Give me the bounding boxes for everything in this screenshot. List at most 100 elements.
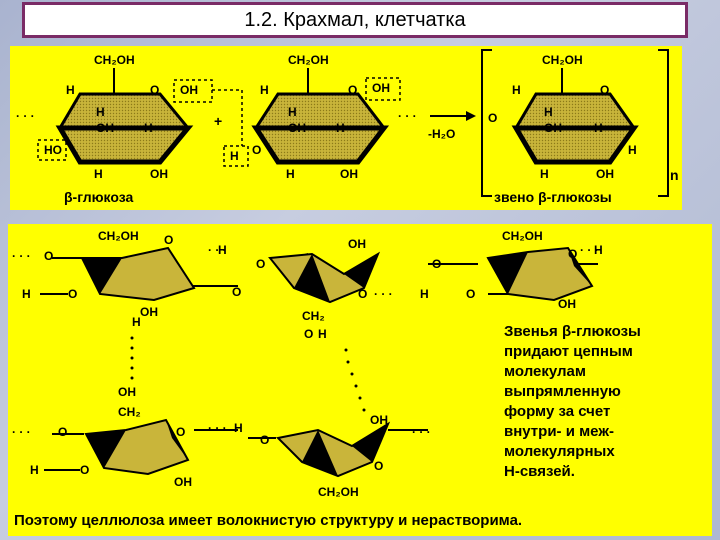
dots-l2: · · · xyxy=(208,421,227,435)
note-line: придают цепным xyxy=(504,343,633,360)
label-ch2oh-u1: CH₂OH xyxy=(98,229,139,243)
label-oh-3a: OH xyxy=(544,121,562,135)
cellulose-ring-upper-3 xyxy=(486,246,594,302)
label-o-u8: O xyxy=(466,287,475,301)
label-o-l5: O xyxy=(374,459,383,473)
note-line: молекулам xyxy=(504,363,586,380)
note-line: выпрямленную xyxy=(504,383,621,400)
label-h-3e: H xyxy=(628,143,637,157)
label-oh-u2: OH xyxy=(348,237,366,251)
label-h-u6: H xyxy=(594,243,603,257)
label-o-u5: O xyxy=(232,285,241,299)
glucose-ring-2 xyxy=(251,92,390,165)
label-h-1c: H xyxy=(144,121,153,135)
glucose-reaction-diagram: CH₂OH O H H OH H OH HO H OH · · · + H CH… xyxy=(16,49,679,205)
label-ho-1: HO xyxy=(44,143,62,157)
dots-u1: · · · xyxy=(12,249,31,263)
label-h-2d: H xyxy=(286,167,295,181)
label-ch2oh-1: CH₂OH xyxy=(94,53,135,67)
label-o-u2: O xyxy=(68,287,77,301)
note-line: внутри- и меж- xyxy=(504,423,614,440)
label-ring-o-2: O xyxy=(348,83,357,97)
plus-sign: + xyxy=(214,113,222,129)
label-h-2a: H xyxy=(260,83,269,97)
glucose-reaction-panel: CH₂OH O H H OH H OH HO H OH · · · + H CH… xyxy=(10,46,682,210)
label-h-l1: H xyxy=(30,463,39,477)
label-o-2: O xyxy=(252,143,261,157)
label-ch2oh-u2: CH₂OH xyxy=(502,229,543,243)
note-line: Звенья β-глюкозы xyxy=(504,323,641,340)
slide-title: 1.2. Крахмал, клетчатка xyxy=(244,8,466,31)
label-h-2b: H xyxy=(288,105,297,119)
label-o-l3: O xyxy=(176,425,185,439)
label-oh-3c: OH xyxy=(596,167,614,181)
cellulose-ring-upper-1 xyxy=(80,246,196,302)
cellulose-ring-lower-1 xyxy=(84,418,190,476)
label-h-u1: H xyxy=(22,287,31,301)
cellulose-structure-panel: CH₂OH O · · · H O O OH H · · · H O O OH … xyxy=(8,224,712,536)
label-ch2-u1: CH₂ xyxy=(302,309,325,323)
label-h-1d: H xyxy=(94,167,103,181)
label-oh-l1: OH xyxy=(118,385,136,399)
label-oh-2a: OH xyxy=(288,121,306,135)
label-h-1a: H xyxy=(66,83,75,97)
label-oh-u1: OH xyxy=(140,305,158,319)
label-oh-l3: OH xyxy=(370,413,388,427)
caption-beta-glucose-unit: звено β-глюкозы xyxy=(494,189,612,205)
label-h-u3: H xyxy=(218,243,227,257)
label-oh-1a: OH xyxy=(96,121,114,135)
label-h-3a: H xyxy=(512,83,521,97)
dots-u2: · · · xyxy=(208,243,227,257)
glucose-ring-1 xyxy=(55,92,194,165)
label-h-3b: H xyxy=(544,105,553,119)
cellulose-note: Звенья β-глюкозы придают цепным молекула… xyxy=(504,322,704,482)
label-ch2oh-2: CH₂OH xyxy=(288,53,329,67)
label-o-u6: O xyxy=(358,287,367,301)
label-h-u4: H xyxy=(420,287,429,301)
label-h-3c: H xyxy=(594,121,603,135)
label-ring-o-3: O xyxy=(600,83,609,97)
dots-u3: · · · xyxy=(374,287,393,301)
label-oh-2b: OH xyxy=(372,81,390,95)
label-ch2oh-l1: CH₂OH xyxy=(318,485,359,499)
label-ring-o-1: O xyxy=(150,83,159,97)
label-o-u9: O xyxy=(304,327,313,341)
label-o-u1: O xyxy=(44,249,53,263)
label-o-l1: O xyxy=(58,425,67,439)
label-oh-1c: OH xyxy=(150,167,168,181)
minus-water-label: -H₂O xyxy=(428,127,455,141)
label-oh-l2: OH xyxy=(174,475,192,489)
title-bar: 1.2. Крахмал, клетчатка xyxy=(22,2,688,38)
label-ch2-l1: CH₂ xyxy=(118,405,141,419)
cellulose-ring-upper-2 xyxy=(268,251,381,304)
dots-u4: · · · xyxy=(580,243,599,257)
label-o-u3: O xyxy=(164,233,173,247)
label-oh-2c: OH xyxy=(340,167,358,181)
conclusion-text: Поэтому целлюлоза имеет волокнистую стру… xyxy=(14,512,523,529)
label-o-u4: O xyxy=(256,257,265,271)
label-oh-u3: OH xyxy=(558,297,576,311)
note-line: форму за счет xyxy=(504,403,611,420)
dots-1: · · · xyxy=(16,109,35,123)
label-h-1b: H xyxy=(96,105,105,119)
label-o-3: O xyxy=(488,111,497,125)
dots-l3: · · · xyxy=(412,425,431,439)
label-ch2oh-3: CH₂OH xyxy=(542,53,583,67)
label-o-l2: O xyxy=(80,463,89,477)
subscript-n: n xyxy=(670,167,679,183)
label-o-u10: O xyxy=(568,247,577,261)
label-o-l4: O xyxy=(260,433,269,447)
label-h-l2: H xyxy=(234,421,243,435)
label-h-u5: H xyxy=(318,327,327,341)
label-h-2c: H xyxy=(336,121,345,135)
cellulose-ring-lower-2 xyxy=(275,421,391,478)
label-o-u7: O xyxy=(432,257,441,271)
dots-l1: · · · xyxy=(12,425,31,439)
label-h-3d: H xyxy=(540,167,549,181)
label-h-mid: H xyxy=(230,149,239,163)
glucose-ring-3 xyxy=(511,92,639,165)
cellulose-chain-diagram: CH₂OH O · · · H O O OH H · · · H O O OH … xyxy=(12,229,603,499)
caption-beta-glucose: β-глюкоза xyxy=(64,189,134,205)
label-oh-1b: OH xyxy=(180,83,198,97)
note-line: молекулярных xyxy=(504,443,615,460)
